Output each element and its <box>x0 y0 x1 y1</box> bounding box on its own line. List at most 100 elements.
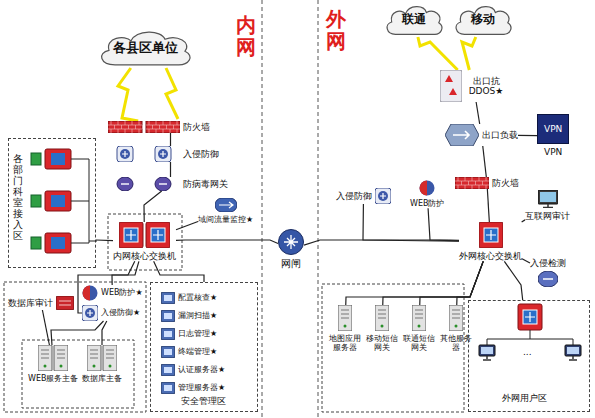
network-link <box>102 321 107 345</box>
network-link <box>154 261 204 282</box>
node-label: 管理服务器★ <box>178 383 225 392</box>
access-wire <box>71 243 89 244</box>
mon-icon <box>161 382 175 394</box>
srv-icon <box>338 305 352 331</box>
sw-icon <box>119 222 143 248</box>
ad-icon <box>56 296 74 310</box>
network-link <box>176 221 198 229</box>
access-wire <box>71 201 89 202</box>
core-switch: 外网核心交换机 <box>459 222 522 261</box>
core-group-box <box>108 214 182 270</box>
device-icons <box>538 190 558 208</box>
security-tool: 日志管理★ <box>161 328 217 340</box>
network-link <box>483 146 487 177</box>
device-icons <box>412 305 426 331</box>
device-icons <box>440 70 462 102</box>
node-label: WEB服务主备 <box>28 374 78 383</box>
device-icons <box>338 305 352 331</box>
core-switch: 内网核心交换机 <box>113 222 176 261</box>
device-icons <box>108 177 180 191</box>
node-label: 终端管理★ <box>178 347 217 356</box>
node-label: 防病毒网关 <box>183 179 228 189</box>
device-icons <box>82 285 98 301</box>
srv-icon <box>103 345 117 371</box>
device-icons <box>445 124 479 146</box>
access-switch-icon <box>45 233 71 253</box>
pc-icon <box>479 345 495 360</box>
device-icons <box>38 345 68 371</box>
server: 移动短信网关 <box>365 305 399 352</box>
network-link <box>51 321 104 345</box>
network-link <box>42 310 49 345</box>
zone-title: 内网 <box>236 14 256 58</box>
pc-icon <box>565 345 581 360</box>
node-label: 外网用户区 <box>502 393 547 403</box>
terminal-icon <box>31 195 41 207</box>
wireless-link <box>418 37 458 70</box>
sw-icon <box>146 222 170 248</box>
device-icons <box>161 292 175 304</box>
device-icons <box>455 177 489 189</box>
waf-icon <box>83 286 98 301</box>
mon-icon <box>161 292 175 304</box>
mon-icon <box>161 328 175 340</box>
node-label: WEB防护 <box>410 199 444 208</box>
network-link <box>504 261 522 300</box>
node-label: 入侵防御★ <box>101 308 140 317</box>
network-link <box>476 102 480 124</box>
network-link <box>170 133 171 146</box>
network-link <box>522 259 530 263</box>
device-icons <box>278 229 304 255</box>
srv-icon <box>375 305 389 331</box>
network-link <box>487 189 489 222</box>
network-link <box>363 204 459 241</box>
srv-icon <box>449 305 463 331</box>
node-label: 配置核查★ <box>178 293 217 302</box>
firewall: 防火墙 <box>455 177 519 189</box>
zone-title: 外网 <box>326 8 346 52</box>
device-icons <box>119 222 170 248</box>
network-link <box>144 191 162 222</box>
sw-icon <box>479 222 503 248</box>
security-tool: 配置核查★ <box>161 292 217 304</box>
device-icons <box>375 188 391 204</box>
cloud-outline <box>456 7 511 35</box>
ids-device: 入侵检测 <box>530 258 566 287</box>
node-label: 出口抗DDOS★ <box>465 76 507 97</box>
device-icons <box>87 345 117 371</box>
security-zone: 安全管理区配置核查★漏洞扫描★日志管理★终端管理★认证服务器★管理服务器★ <box>150 282 258 412</box>
outer-server-box <box>322 284 464 412</box>
node-label: 各县区单位 <box>113 41 178 56</box>
device-icons <box>375 305 389 331</box>
db-audit: 数据库审计 <box>8 296 74 310</box>
waf-device: WEB防护 <box>410 180 444 208</box>
node-label: WEB防护★ <box>101 288 143 297</box>
flow-icon <box>215 198 237 212</box>
cloud: 各县区单位 <box>95 28 195 68</box>
network-link <box>383 261 483 305</box>
network-link <box>457 261 483 305</box>
node-label: 移动 <box>471 13 495 27</box>
cloud-outline <box>387 7 442 35</box>
device-icons <box>82 305 98 321</box>
node-label: 外网核心交换机 <box>459 251 522 261</box>
node-label: 入侵防御 <box>336 191 372 201</box>
node-label: 网闸 <box>281 258 301 270</box>
node-label: 出口负载 <box>482 130 518 140</box>
srv-icon <box>54 345 68 371</box>
lb-icon <box>445 124 479 146</box>
device-icons <box>161 346 175 358</box>
node-label: 地图应用服务器 <box>328 334 362 352</box>
network-link <box>170 162 171 177</box>
access-zone: 各部门科室接入区 <box>8 138 96 268</box>
waf-device: WEB防护★ <box>82 285 143 301</box>
node-label: VPN <box>544 147 562 157</box>
mon-icon <box>161 346 175 358</box>
ddos-icon <box>440 70 462 102</box>
device-icons <box>56 296 74 310</box>
node-label: 漏洞扫描★ <box>178 311 217 320</box>
node-label: ... <box>523 347 532 357</box>
terminal-icon <box>31 153 41 165</box>
waf-icon <box>420 181 435 196</box>
ips-device: 入侵防御 <box>108 146 233 162</box>
